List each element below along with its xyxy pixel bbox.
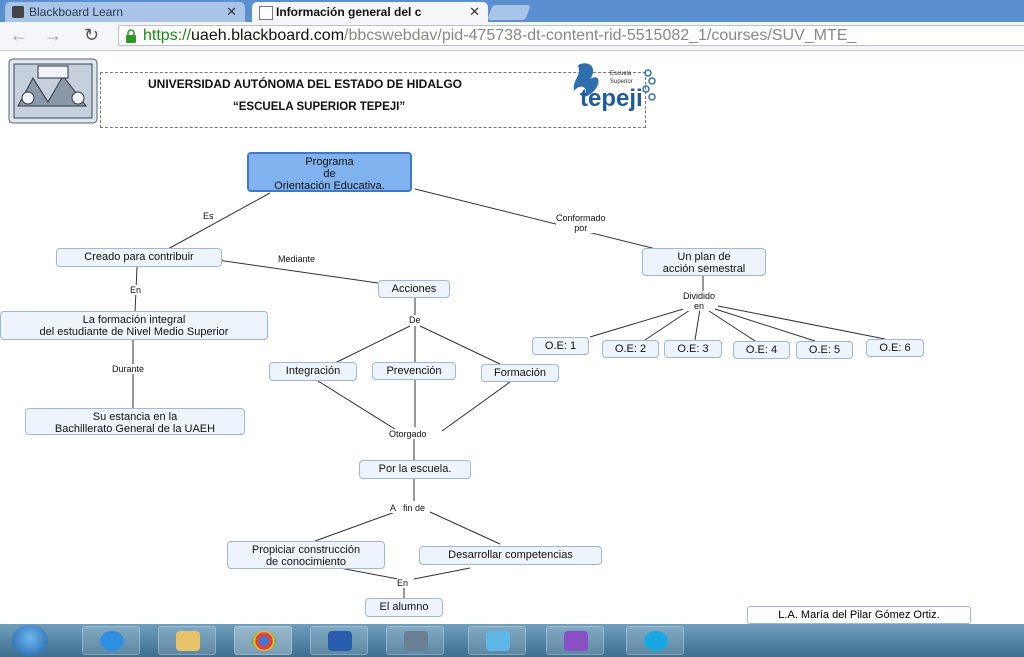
chat-bubble-icon [564,631,588,651]
node-acciones: Acciones [378,280,450,298]
address-bar[interactable]: https://uaeh.blackboard.com/bbcswebdav/p… [118,25,1024,46]
tab-blackboard-learn[interactable]: Blackboard Learn ✕ [5,2,245,22]
document-favicon-icon [259,6,273,20]
link-dividido-oe1 [589,306,691,338]
link-main-plan [414,188,657,250]
close-tab-icon[interactable]: ✕ [469,4,480,19]
folder-icon [176,631,200,651]
taskbar-internet-explorer[interactable] [82,626,140,655]
node-programa-orientacion: Programa de Orientación Educativa. [247,152,412,192]
link-de-formacion [419,325,501,365]
logo-caption-superior: Superior [610,79,633,85]
node-oe-5: O.E: 5 [796,341,853,359]
blackboard-favicon-icon [12,6,24,18]
node-oe-2: O.E: 2 [602,340,659,358]
university-name: UNIVERSIDAD AUTÓNOMA DEL ESTADO DE HIDAL… [148,77,463,91]
uaeh-seal-logo [8,58,98,124]
node-propiciar-construccion: Propiciar construcción de conocimiento [227,541,385,569]
browser-toolbar: ← → ↻ https://uaeh.blackboard.com/bbcswe… [0,22,1024,51]
node-integracion: Integración [269,362,357,381]
link-afin-propiciar [314,511,396,542]
node-plan-accion-semestral: Un plan de acción semestral [642,248,766,276]
link-main-creado [167,192,271,250]
label-conformado-por: Conformado por [556,213,606,233]
link-dividido-oe4 [705,308,756,342]
label-otorgado: Otorgado [389,429,427,439]
skype-icon [644,631,668,651]
node-oe-4: O.E: 4 [733,341,790,359]
link-desarrollar-en [413,567,471,580]
link-dividido-oe6 [717,305,886,340]
node-prevencion: Prevención [372,362,456,380]
label-mediante: Mediante [278,254,316,264]
link-dividido-oe5 [711,307,816,342]
label-a-fin-de: A fin de [390,503,426,513]
label-durante: Durante [112,364,145,374]
node-por-la-escuela: Por la escuela. [359,460,471,479]
windows-taskbar [0,624,1024,657]
link-formacion-otorgado [441,381,511,432]
link-dividido-oe3 [694,308,701,341]
node-formacion: Formación [481,364,559,382]
node-formacion-integral: La formación integral del estudiante de … [0,311,268,340]
link-afin-desarrollar [429,511,501,545]
taskbar-skype[interactable] [626,626,684,655]
node-oe-3: O.E: 3 [664,340,722,358]
forward-arrow-icon[interactable]: → [44,25,62,45]
label-dividido-en: Dividido en [683,291,716,311]
page-content: UNIVERSIDAD AUTÓNOMA DEL ESTADO DE HIDAL… [0,51,1024,624]
node-desarrollar-competencias: Desarrollar competencias [419,546,602,565]
paint-palette-icon [486,631,510,651]
lock-icon [126,29,136,43]
link-integracion-otorgado [317,380,399,432]
url-scheme: https:// [143,27,192,44]
node-oe-1: O.E: 1 [532,337,589,355]
link-creado-acciones [209,258,379,284]
chrome-icon [252,631,276,651]
link-de-integracion [334,325,411,364]
new-tab-button[interactable] [487,5,531,20]
taskbar-word[interactable] [310,626,368,655]
node-el-alumno: El alumno [365,598,443,617]
header-frame [100,72,646,128]
taskbar-paint[interactable] [468,626,526,655]
tepeji-bird-icon [573,63,656,101]
label-de: De [409,315,421,325]
school-name: “ESCUELA SUPERIOR TEPEJI” [233,101,406,113]
node-estancia: Su estancia en la Bachillerato General d… [25,408,245,435]
taskbar-chrome[interactable] [234,626,292,655]
taskbar-file-explorer[interactable] [158,626,216,655]
label-en-1: En [130,285,142,295]
browser-tab-strip: Blackboard Learn ✕ Información general d… [0,0,1024,22]
reload-icon[interactable]: ↻ [84,25,100,45]
close-tab-icon[interactable]: ✕ [226,4,237,19]
url-path: /bbcswebdav/pid-475738-dt-content-rid-55… [344,27,857,44]
node-oe-6: O.E: 6 [866,339,924,357]
label-es: Es [203,211,214,221]
word-icon [328,631,352,651]
logo-caption-escuela: Escuela [610,71,632,77]
url-host: uaeh.blackboard.com [191,27,345,44]
taskbar-messenger[interactable] [546,626,604,655]
tab-title: Información general del c [276,5,422,19]
tab-title: Blackboard Learn [29,5,124,19]
taskbar-movie-maker[interactable] [386,626,444,655]
film-reel-icon [404,631,428,651]
author-credit: L.A. María del Pilar Gómez Ortiz. [747,606,971,624]
internet-explorer-icon [100,631,124,651]
link-propiciar-en [339,567,399,580]
link-dividido-oe2 [644,307,694,341]
start-button-icon[interactable] [12,625,48,656]
label-en-2: En [397,578,409,588]
logo-wordmark: tepeji [580,85,643,112]
tab-informacion-general[interactable]: Información general del c ✕ [252,2,488,22]
tepeji-logo: Escuela Superior tepeji [560,57,660,125]
node-creado-para-contribuir: Creado para contribuir [56,248,222,267]
concept-map-links [132,188,886,598]
back-arrow-icon[interactable]: ← [10,25,28,45]
